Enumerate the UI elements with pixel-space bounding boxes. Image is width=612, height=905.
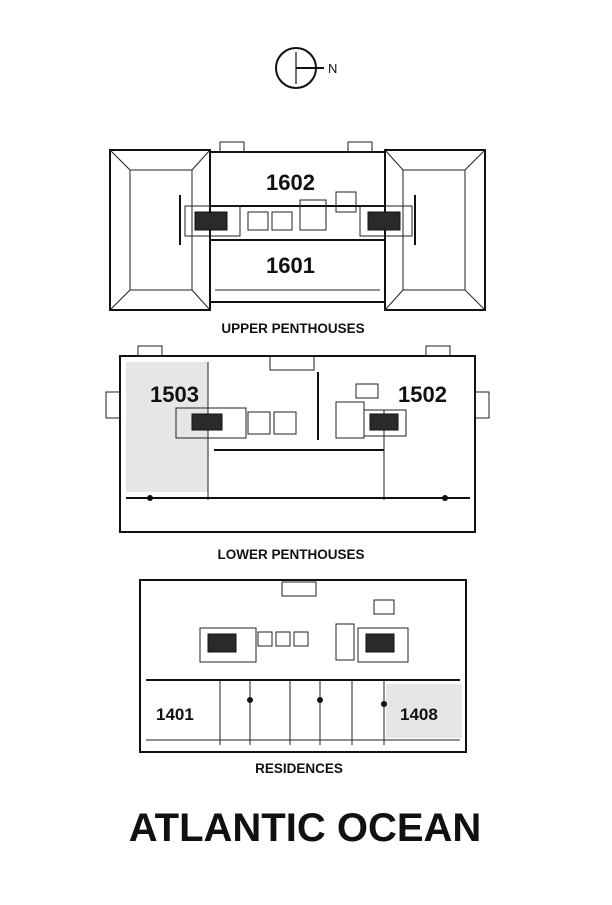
upper-penthouses-caption: UPPER PENTHOUSES [221,321,364,336]
north-arrow-icon [275,47,324,89]
unit-1502: 1502 [398,382,447,407]
upper-penthouses-plan [109,141,486,311]
unit-1408: 1408 [400,705,438,724]
residences-plan [139,579,467,753]
unit-1401: 1401 [156,705,194,724]
compass-label: N [328,61,337,76]
unit-1602: 1602 [266,170,315,195]
unit-1503: 1503 [150,382,199,407]
residences-caption: RESIDENCES [255,761,343,776]
ocean-label: ATLANTIC OCEAN [129,806,482,850]
unit-1601: 1601 [266,253,315,278]
lower-penthouses-caption: LOWER PENTHOUSES [217,547,364,562]
lower-penthouses-plan [105,345,490,533]
